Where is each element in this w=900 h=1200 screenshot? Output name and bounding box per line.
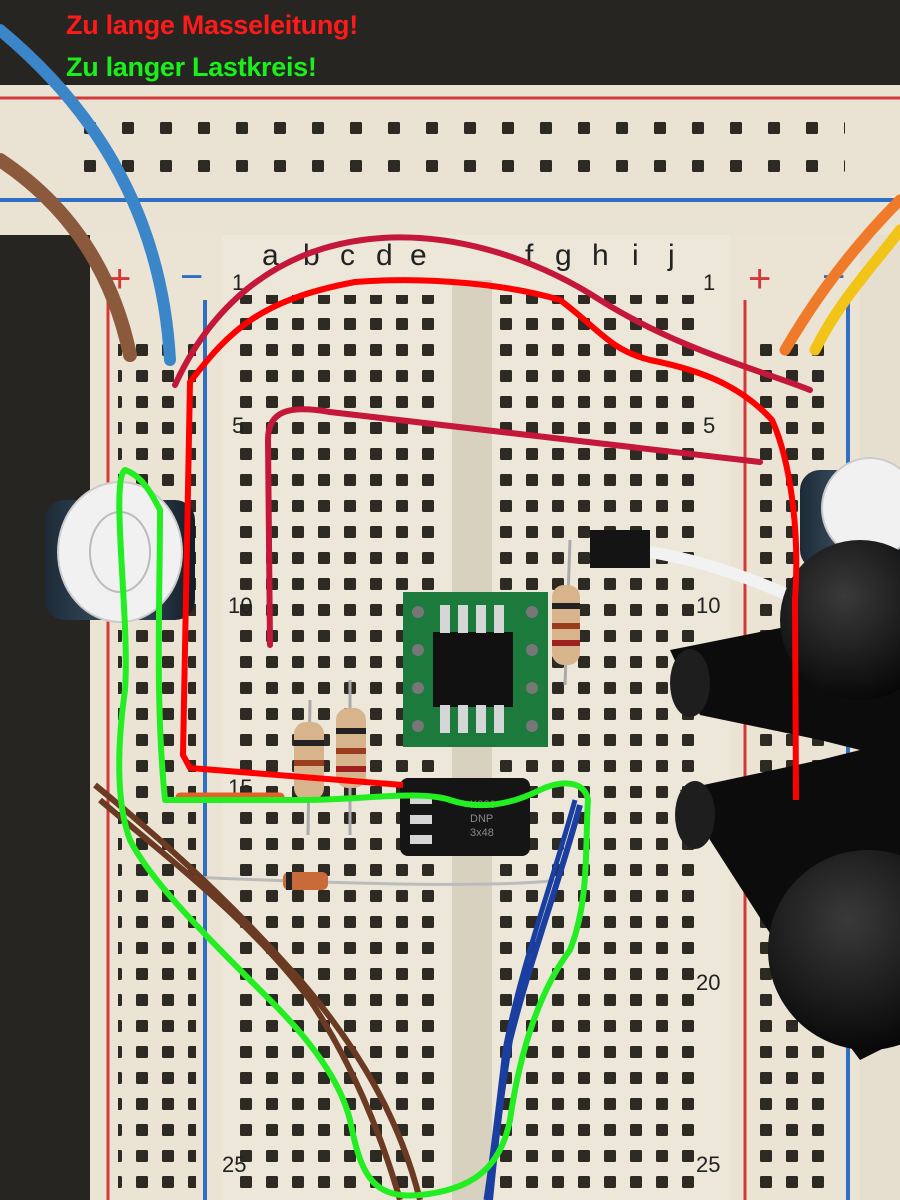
row-number-10-right: 10 [696, 593, 720, 618]
column-letter-h: h [592, 239, 609, 272]
column-letter-j: j [667, 239, 675, 272]
soic8-adapter-pcb [403, 592, 548, 747]
column-letter-a: a [262, 239, 279, 272]
black-pin-connector [590, 530, 650, 568]
column-letter-d: d [376, 239, 393, 272]
yellow-supply-wire [809, 224, 900, 356]
column-letter-i: i [632, 239, 639, 272]
resistor-left-2 [336, 680, 366, 835]
orange-supply-wire [779, 194, 900, 356]
ground-warning-caption: Zu lange Masseleitung! [66, 10, 358, 40]
blue-twisted-wire-2 [483, 799, 578, 1200]
left-rail-minus: − [180, 255, 203, 299]
chip-marking-3: 3x48 [470, 827, 494, 839]
row-number-1-left: 1 [232, 270, 244, 295]
resistor-right [552, 539, 580, 686]
load-loop-outline [116, 467, 591, 1199]
column-letter-e: e [410, 239, 427, 272]
right-rail-plus: + [748, 257, 771, 301]
load-loop-warning-caption: Zu langer Lastkreis! [66, 52, 317, 82]
column-letter-g: g [555, 239, 572, 272]
brown-twisted-wire [93, 782, 423, 1200]
row-number-5-right: 5 [703, 413, 715, 438]
row-number-5-left: 5 [232, 413, 244, 438]
column-letter-f: f [525, 239, 534, 272]
left-power-rail: + − [90, 232, 222, 1200]
mosfet-module: K330 DNP 3x48 [400, 778, 530, 856]
scope-probes [670, 540, 900, 1060]
row-number-25-left: 25 [222, 1152, 246, 1177]
brown-twisted-wire-2 [98, 797, 403, 1200]
row-number-1-right: 1 [703, 270, 715, 295]
red-jumper-wire-2 [264, 406, 763, 648]
blue-supply-wire [0, 24, 176, 366]
row-number-10-left: 10 [228, 593, 252, 618]
brown-supply-wire [0, 153, 137, 362]
row-number-25-right: 25 [696, 1152, 720, 1177]
red-jumper-wire-1 [172, 234, 813, 393]
ground-path-outline [180, 277, 800, 801]
diode [189, 872, 561, 890]
column-letter-c: c [340, 239, 355, 272]
top-power-rail [0, 85, 900, 235]
chip-marking-2: DNP [470, 813, 493, 825]
row-number-20-right: 20 [696, 970, 720, 995]
